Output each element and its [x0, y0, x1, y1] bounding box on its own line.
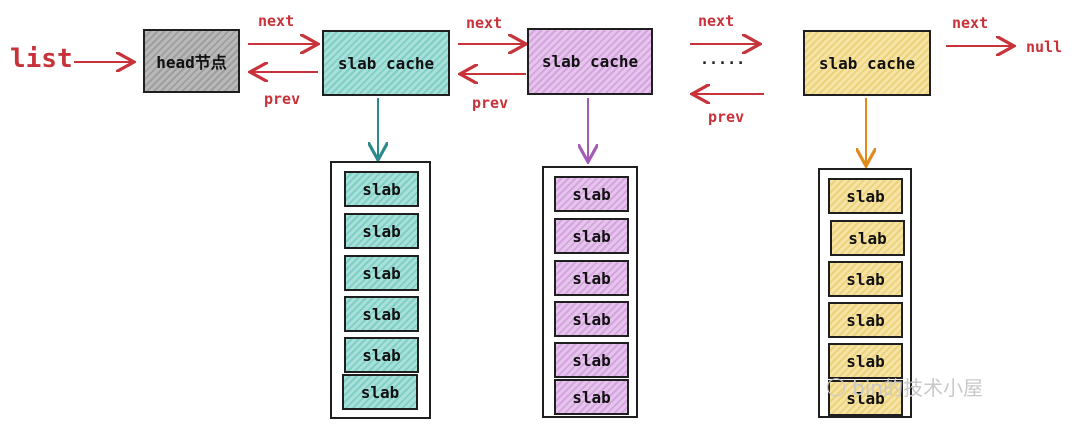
slab-yellow-4: slab: [828, 302, 903, 338]
slab-purple-2: slab: [554, 218, 629, 254]
next-label-3: next: [698, 12, 735, 30]
next-label-null: next: [952, 14, 989, 32]
slab-cache-1: slab cache: [322, 30, 450, 96]
slab-purple-6: slab: [554, 379, 629, 415]
slab-cache-2: slab cache: [527, 28, 653, 95]
slab-yellow-2: slab: [830, 220, 905, 256]
head-node-label: head节点: [156, 53, 227, 72]
slab-teal-6: slab: [342, 374, 418, 410]
prev-label-1: prev: [264, 90, 301, 108]
slab-yellow-3: slab: [828, 261, 903, 297]
slab-teal-3: slab: [344, 255, 419, 291]
watermark: ◯ bin的技术小屋: [826, 372, 983, 401]
slab-cache-2-label: slab cache: [541, 52, 639, 71]
slab-teal-4: slab: [344, 296, 419, 332]
prev-label-2: prev: [472, 94, 509, 112]
slab-container-purple: slab slab slab slab slab slab: [542, 166, 638, 418]
list-label: list: [10, 44, 73, 74]
prev-label-3: prev: [708, 108, 745, 126]
slab-container-yellow: slab slab slab slab slab slab: [818, 168, 912, 418]
slab-container-teal: slab slab slab slab slab slab: [330, 161, 431, 419]
slab-purple-4: slab: [554, 301, 629, 337]
head-node: head节点: [143, 29, 240, 93]
slab-yellow-6: slab: [828, 380, 903, 416]
slab-purple-1: slab: [554, 176, 629, 212]
slab-cache-3: slab cache: [803, 30, 931, 96]
slab-yellow-1: slab: [828, 178, 903, 214]
null-label: null: [1026, 38, 1063, 56]
slab-teal-1: slab: [344, 171, 419, 207]
slab-teal-2: slab: [344, 213, 419, 249]
slab-purple-3: slab: [554, 260, 629, 296]
slab-cache-1-label: slab cache: [337, 53, 435, 73]
slab-purple-5: slab: [554, 342, 629, 378]
wechat-icon: ◯: [826, 376, 847, 397]
watermark-text: bin的技术小屋: [852, 376, 984, 400]
slab-yellow-5: slab: [828, 343, 903, 379]
slab-cache-3-label: slab cache: [818, 53, 916, 73]
slab-teal-5: slab: [344, 337, 419, 373]
ellipsis: .....: [700, 50, 746, 68]
next-label-1: next: [258, 12, 295, 30]
next-label-2: next: [466, 14, 503, 32]
